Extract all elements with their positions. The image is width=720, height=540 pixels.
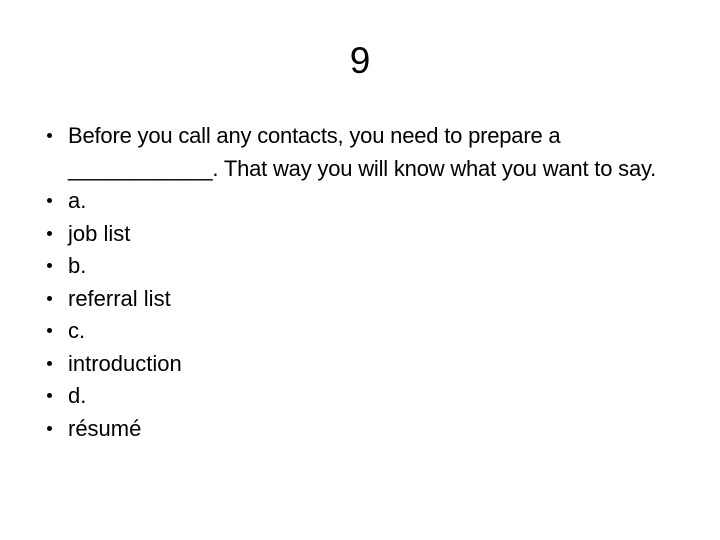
bullet-dot-icon: [47, 425, 52, 431]
bullet-dot-icon: [47, 295, 52, 301]
list-item-option-d-value: résumé: [36, 413, 696, 446]
bullet-list: Before you call any contacts, you need t…: [36, 120, 696, 445]
slide-body: Before you call any contacts, you need t…: [36, 120, 696, 445]
list-item-option-b-value: referral list: [36, 283, 696, 316]
bullet-dot-icon: [47, 198, 52, 203]
option-a-letter-text: a.: [68, 188, 87, 213]
bullet-dot-icon: [47, 133, 52, 138]
bullet-dot-icon: [47, 230, 52, 236]
list-item-option-c-value: introduction: [36, 348, 696, 381]
option-d-value-text: résumé: [68, 415, 142, 441]
question-text: Before you call any contacts, you need t…: [68, 123, 657, 181]
bullet-dot-icon: [47, 263, 52, 268]
option-c-value-text: introduction: [68, 350, 182, 376]
list-item-option-a-value: job list: [36, 218, 696, 251]
option-c-letter-text: c.: [68, 318, 86, 343]
option-a-value-text: job list: [68, 220, 131, 246]
option-b-letter-text: b.: [68, 253, 87, 278]
page-title: 9: [349, 40, 371, 81]
option-d-letter-text: d.: [68, 383, 87, 408]
list-item-option-a-letter: a.: [36, 185, 696, 218]
list-item-question: Before you call any contacts, you need t…: [36, 120, 696, 185]
bullet-dot-icon: [47, 328, 52, 333]
list-item-option-c-letter: c.: [36, 315, 696, 348]
bullet-dot-icon: [47, 360, 52, 366]
option-b-value-text: referral list: [68, 285, 171, 311]
bullet-dot-icon: [47, 393, 52, 398]
list-item-option-b-letter: b.: [36, 250, 696, 283]
list-item-option-d-letter: d.: [36, 380, 696, 413]
